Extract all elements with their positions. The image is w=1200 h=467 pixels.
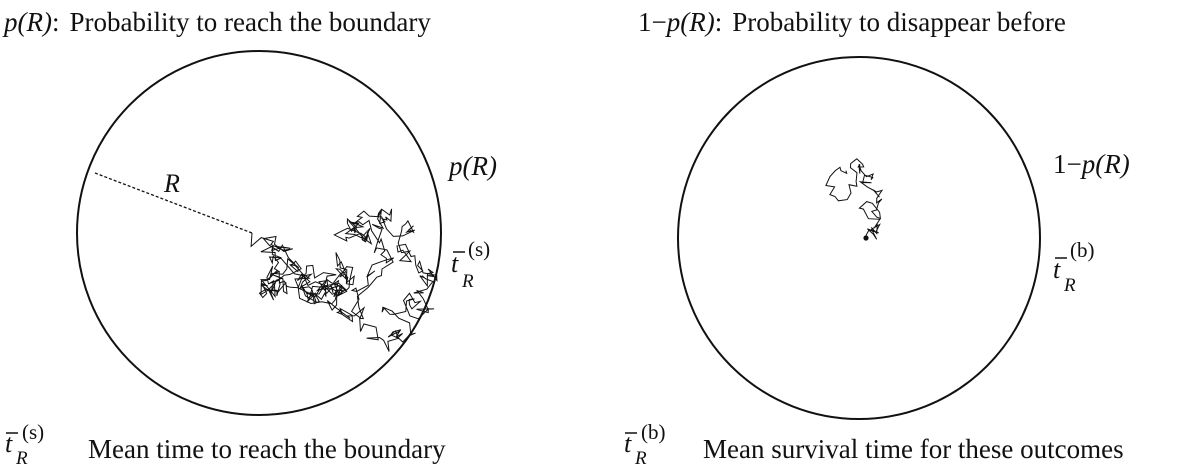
left-boundary-circle [76, 50, 442, 416]
left-footer-text: Mean time to reach the boundary [88, 434, 446, 464]
svg-text:(s): (s) [468, 237, 490, 261]
svg-text:t: t [624, 429, 632, 458]
radius-label: R [163, 169, 180, 198]
svg-text:R: R [1063, 275, 1076, 296]
right-footer-time-symbol: t R (b) [624, 420, 666, 467]
svg-text:R: R [461, 271, 474, 292]
svg-text:R: R [634, 448, 647, 467]
right-circle-label: 1−p(R) [1053, 149, 1130, 179]
right-time-label: t R (b) [1053, 238, 1095, 296]
svg-text:(b): (b) [1070, 238, 1095, 262]
left-panel: p(R):Probability to reach the boundary R… [2, 7, 497, 467]
radius-line [94, 172, 253, 234]
left-circle-label: p(R) [447, 151, 497, 181]
svg-text:t: t [451, 249, 459, 278]
right-panel: 1−p(R):Probability to disappear before 1… [624, 7, 1130, 467]
svg-text:(b): (b) [641, 420, 666, 444]
right-footer-text: Mean survival time for these outcomes [703, 434, 1124, 464]
brownian-trajectory-right [825, 158, 884, 240]
svg-text:(s): (s) [22, 420, 44, 444]
svg-text:t: t [5, 429, 13, 458]
svg-text:t: t [1053, 255, 1061, 284]
left-footer-time-symbol: t R (s) [5, 420, 44, 467]
left-header: p(R):Probability to reach the boundary [2, 7, 431, 37]
svg-text:R: R [15, 448, 28, 467]
right-header: 1−p(R):Probability to disappear before [638, 7, 1066, 37]
right-boundary-circle [677, 56, 1041, 420]
brownian-trajectory-left [250, 208, 438, 352]
disappearance-point [863, 235, 869, 241]
left-time-label: t R (s) [451, 237, 490, 292]
